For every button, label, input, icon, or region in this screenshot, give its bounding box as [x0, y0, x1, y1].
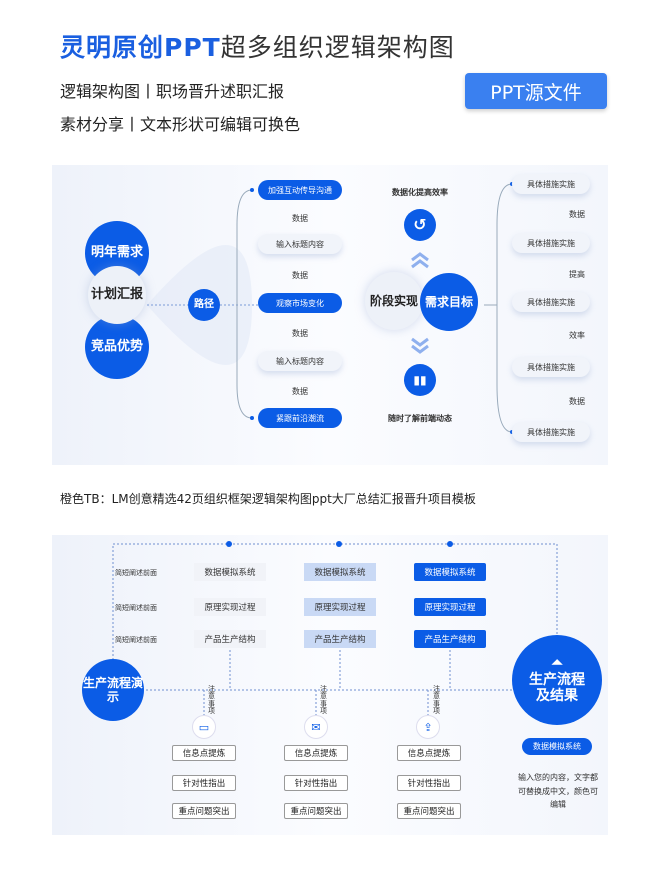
row-label: 简短阐述前面 [115, 569, 157, 577]
pill-1: 加强互动传导沟通 [258, 180, 342, 200]
hub-path: 路径 [188, 289, 220, 321]
history-icon: ↺ [404, 209, 436, 241]
box: 针对性指出 [172, 775, 236, 791]
box: 重点问题突出 [284, 803, 348, 819]
diagram-panel-2: 简短阐述前面 简短阐述前面 简短阐述前面 数据模拟系统 原理实现过程 产品生产结… [52, 535, 608, 835]
page-title: 灵明原创PPT超多组织逻辑架构图 [60, 33, 455, 62]
pill-4: 输入标题内容 [258, 351, 342, 371]
circle-stage: 阶段实现 [365, 272, 423, 330]
pill-label: 数据 [292, 271, 308, 280]
pill-3: 观察市场变化 [258, 293, 342, 313]
center-top-label: 数据化提高效率 [392, 188, 448, 197]
upload-icon: ⇪ [416, 715, 440, 739]
caption: 橙色TB：LM创意精选42页组织框架逻辑架构图ppt大厂总结汇报晋升项目模板 [60, 492, 476, 506]
note-label: 注意事项 [433, 685, 440, 716]
right-label: 数据 [569, 210, 585, 219]
circle-process-demo: 生产流程演示 [82, 659, 144, 721]
box: 针对性指出 [284, 775, 348, 791]
box: 信息点提炼 [397, 745, 461, 761]
col3-row2: 原理实现过程 [414, 598, 486, 616]
note-label: 注意事项 [320, 685, 327, 716]
pill-label: 数据 [292, 214, 308, 223]
box: 重点问题突出 [172, 803, 236, 819]
col2-row2: 原理实现过程 [304, 598, 376, 616]
result-text: 输入您的内容，文字都可替换成中文，颜色可编辑 [518, 773, 598, 810]
bar-chart-icon: ▮▮ [404, 364, 436, 396]
col1-row1: 数据模拟系统 [194, 563, 266, 581]
box: 针对性指出 [397, 775, 461, 791]
circle-goal: 需求目标 [420, 273, 478, 331]
pill-2: 输入标题内容 [258, 234, 342, 254]
col1-row2: 原理实现过程 [194, 598, 266, 616]
box: 信息点提炼 [172, 745, 236, 761]
center-bottom-label: 随时了解前端动态 [388, 414, 452, 423]
right-pill-5: 具体措施实施 [512, 422, 590, 442]
alarm-icon: ⏶ [551, 654, 563, 671]
box: 重点问题突出 [397, 803, 461, 819]
ppt-source-button[interactable]: PPT源文件 [465, 73, 607, 109]
right-pill-4: 具体措施实施 [512, 357, 590, 377]
pill-label: 数据 [292, 329, 308, 338]
pill-5: 紧跟前沿潮流 [258, 408, 342, 428]
right-pill-2: 具体措施实施 [512, 233, 590, 253]
subtitle-1: 逻辑架构图丨职场晋升述职汇报 [60, 82, 285, 101]
circle-plan-report: 计划汇报 [88, 266, 146, 324]
diagram-panel-1: 明年需求 竞品优势 计划汇报 路径 加强互动传导沟通 输入标题内容 观察市场变化… [52, 165, 608, 465]
result-pill: 数据模拟系统 [522, 738, 592, 755]
row-label: 简短阐述前面 [115, 604, 157, 612]
note-label: 注意事项 [208, 685, 215, 716]
flow-lines [112, 541, 558, 715]
right-label: 提高 [569, 270, 585, 279]
col3-row1: 数据模拟系统 [414, 563, 486, 581]
right-pill-1: 具体措施实施 [512, 174, 590, 194]
right-label: 数据 [569, 397, 585, 406]
circle-process-result: ⏶生产流程及结果 [512, 635, 602, 725]
col3-row3: 产品生产结构 [414, 630, 486, 648]
subtitle-2: 素材分享丨文本形状可编辑可换色 [60, 115, 301, 134]
right-label: 效率 [569, 331, 585, 340]
mail-add-icon: ✉ [304, 715, 328, 739]
box: 信息点提炼 [284, 745, 348, 761]
circle-competitive-advantage: 竞品优势 [85, 315, 149, 379]
pill-label: 数据 [292, 387, 308, 396]
row-label: 简短阐述前面 [115, 636, 157, 644]
col2-row1: 数据模拟系统 [304, 563, 376, 581]
right-pill-3: 具体措施实施 [512, 292, 590, 312]
col2-row3: 产品生产结构 [304, 630, 376, 648]
card-icon: ▭ [192, 715, 216, 739]
col1-row3: 产品生产结构 [194, 630, 266, 648]
